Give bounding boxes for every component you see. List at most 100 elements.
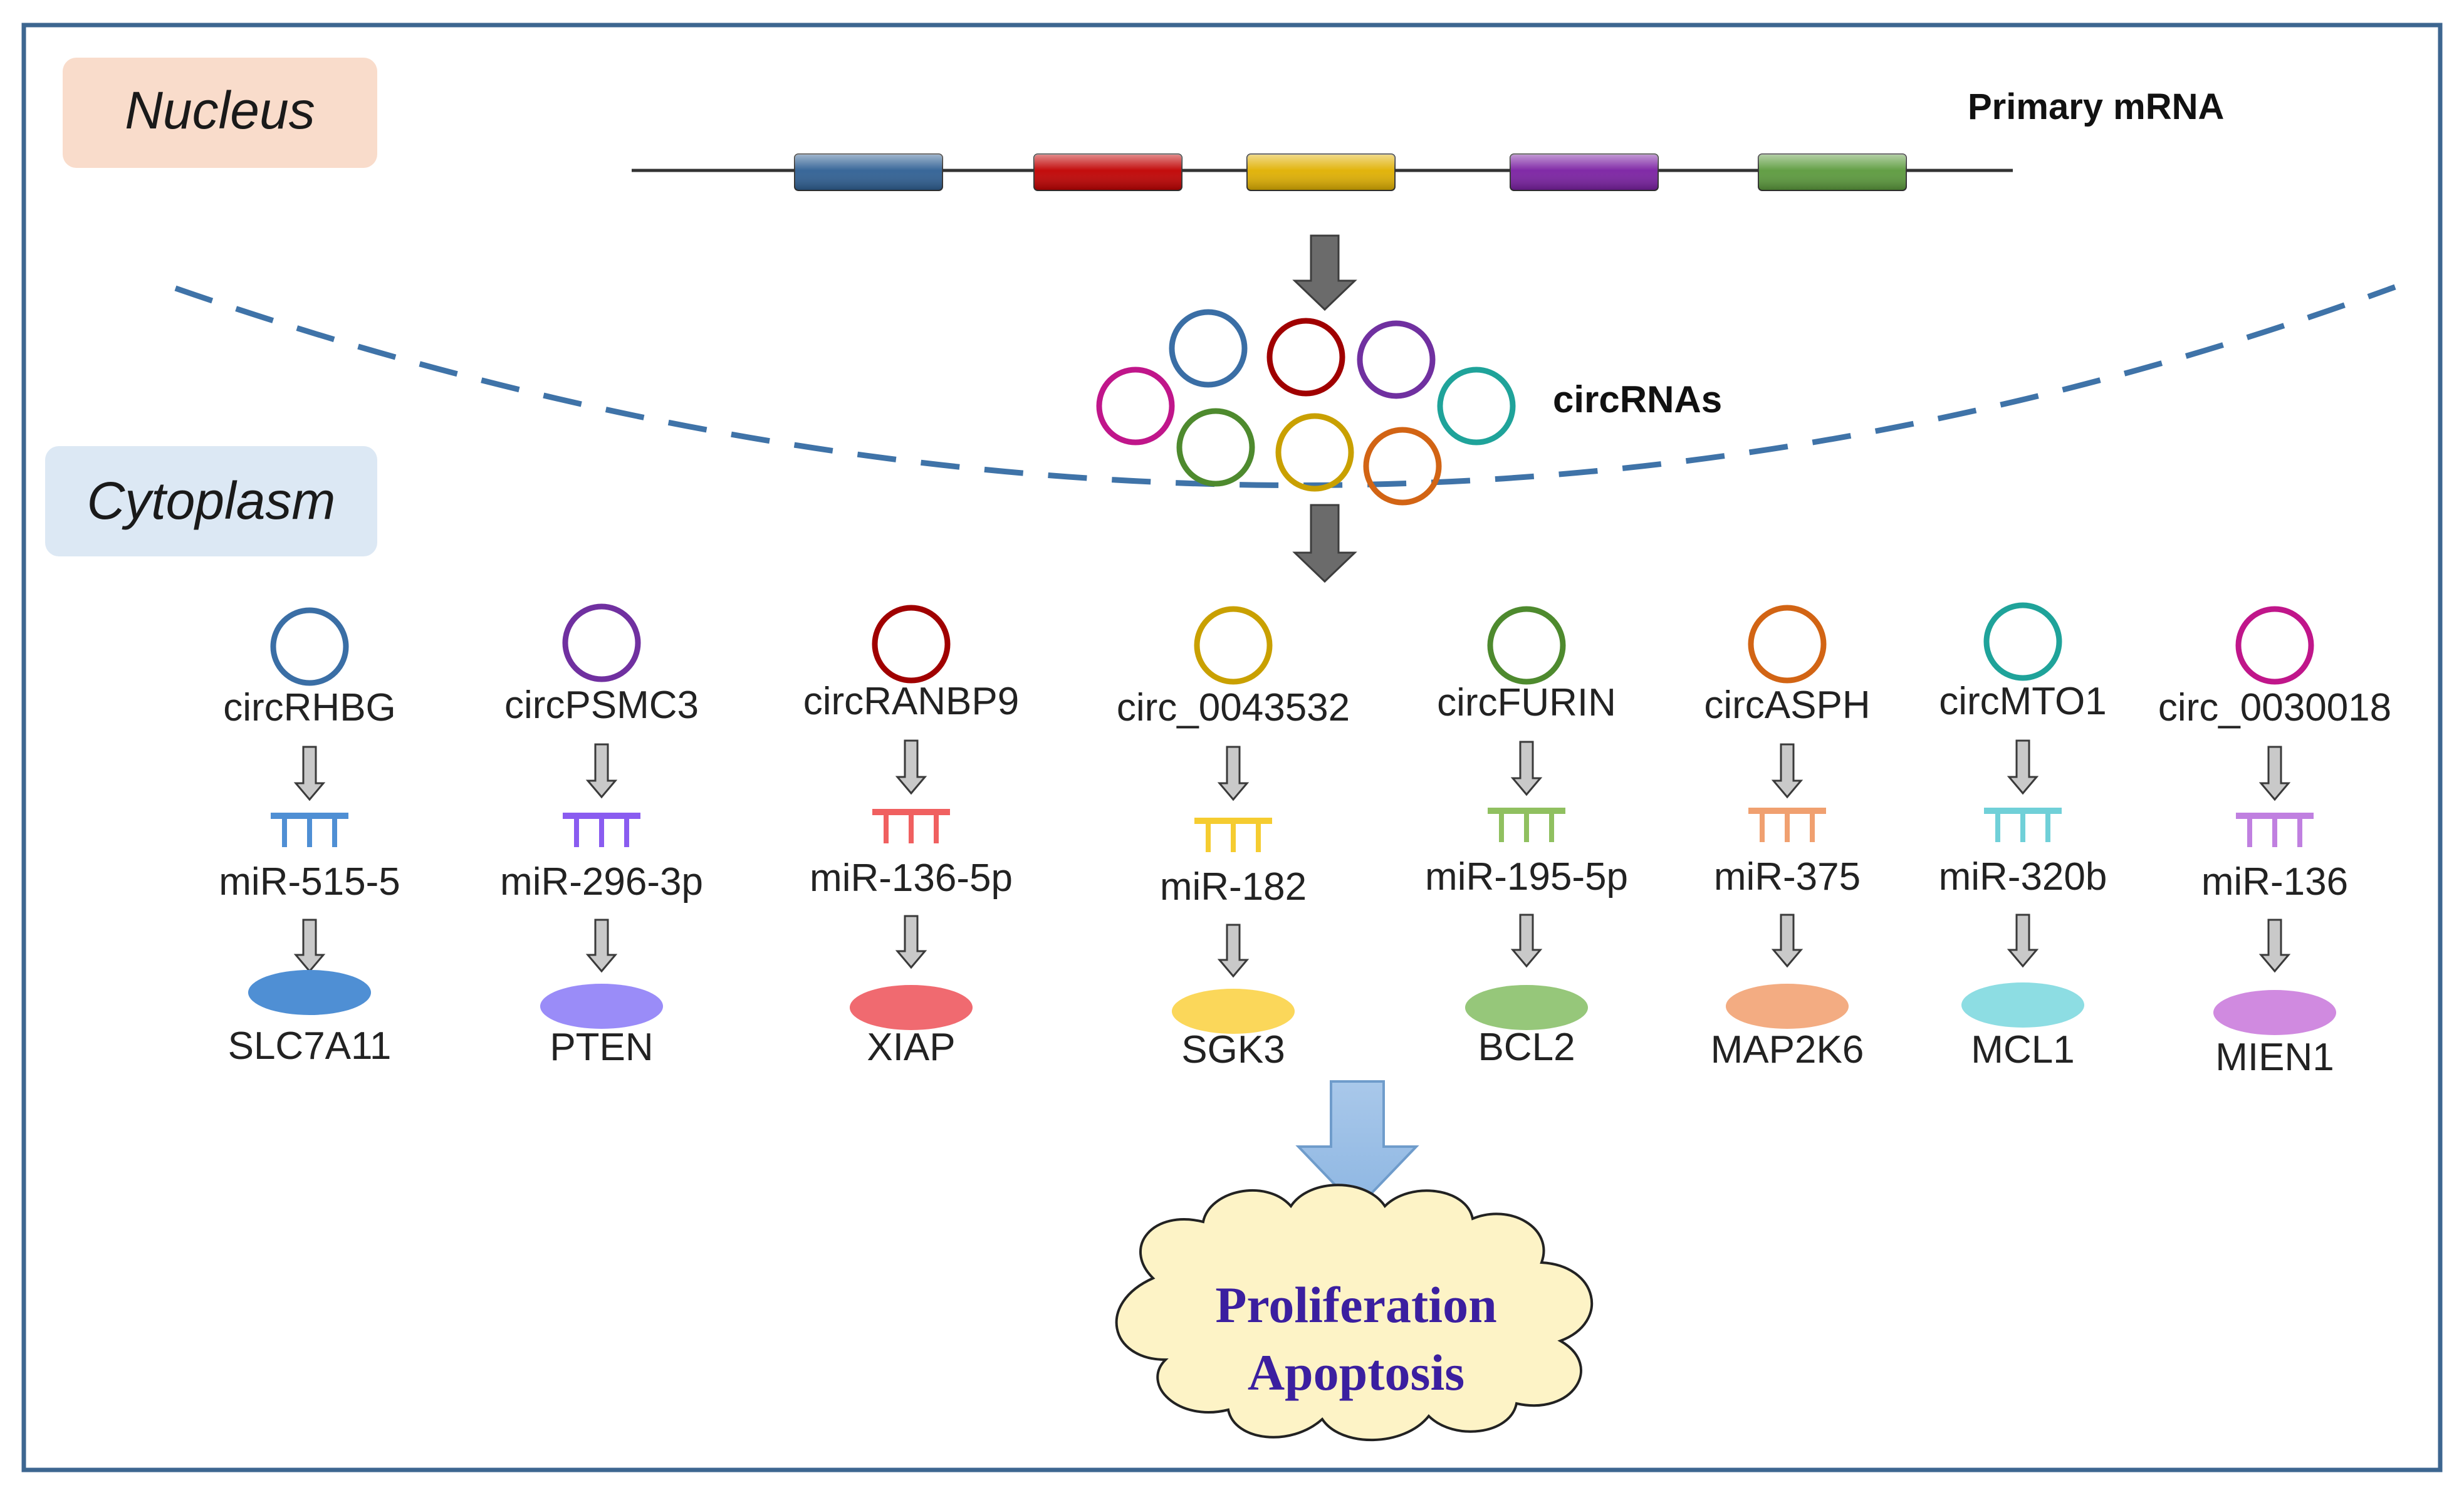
exon-5 xyxy=(1758,154,1907,191)
target-protein xyxy=(1961,982,2084,1028)
circrna-ring xyxy=(2235,606,2314,685)
flow-arrows xyxy=(1292,234,1357,583)
target-gene-name: PTEN xyxy=(550,1026,653,1069)
circrna-ring xyxy=(872,605,951,684)
arrow-mirna-to-target xyxy=(1510,914,1543,968)
target-gene-name: XIAP xyxy=(867,1026,955,1069)
target-gene-name: SLC7A11 xyxy=(228,1024,392,1068)
circrna-ring-3 xyxy=(1357,320,1436,399)
mirna-name: miR-515-5 xyxy=(219,860,400,904)
circrna-name: circ_0043532 xyxy=(1117,686,1350,729)
exon-sheen xyxy=(1758,154,1906,190)
circrna-ring-6 xyxy=(1176,408,1255,487)
target-gene-name: MIEN1 xyxy=(2215,1036,2334,1079)
outcome-cloud: Proliferation Apoptosis xyxy=(1115,1184,1594,1442)
target-gene-name: SGK3 xyxy=(1181,1028,1285,1071)
exon-sheen xyxy=(795,154,942,190)
target-protein xyxy=(850,985,973,1030)
target-protein xyxy=(2213,990,2336,1035)
arrow-gene-to-circrnas xyxy=(1292,234,1357,311)
target-gene-name: BCL2 xyxy=(1478,1026,1575,1069)
exon-2 xyxy=(1033,154,1182,191)
circrna-ring-5 xyxy=(1437,367,1516,445)
cloud-shape xyxy=(1115,1184,1594,1442)
exon-3 xyxy=(1246,154,1396,191)
exon-4 xyxy=(1510,154,1659,191)
arrow-mirna-to-target xyxy=(1771,914,1804,968)
arrow-mirna-to-target xyxy=(585,919,618,973)
target-gene-name: MCL1 xyxy=(1971,1028,2074,1071)
circrna-name: circPSMC3 xyxy=(504,684,699,727)
arrow-circ-to-mirna xyxy=(293,746,326,801)
circrnas-label: circRNAs xyxy=(1553,378,1722,420)
circrna-name: circ_0030018 xyxy=(2158,686,2391,729)
circrna-name: circRHBG xyxy=(223,686,396,729)
circrna-name: circFURIN xyxy=(1437,681,1616,724)
circrna-name: circASPH xyxy=(1704,684,1870,727)
outcome-arrow xyxy=(1295,1080,1419,1210)
arrow-mirna-to-target xyxy=(1217,924,1250,978)
exon-group xyxy=(794,154,1907,191)
mirna-name: miR-136 xyxy=(2201,860,2348,904)
target-protein xyxy=(1465,985,1588,1030)
arrow-circrnas-to-pathways xyxy=(1292,504,1357,583)
circrna-ring xyxy=(1487,606,1566,685)
circrna-name: circMTO1 xyxy=(1939,680,2107,723)
target-protein xyxy=(540,984,663,1029)
mirna-name: miR-320b xyxy=(1939,855,2107,899)
circrna-ring-1 xyxy=(1169,309,1248,388)
cytoplasm-badge-bg xyxy=(45,446,377,556)
arrow-circ-to-mirna xyxy=(2258,746,2291,801)
target-protein xyxy=(1172,989,1295,1034)
exon-1 xyxy=(794,154,943,191)
arrow-circ-to-mirna xyxy=(1217,746,1250,801)
mirna-name: miR-375 xyxy=(1714,855,1861,899)
primary-mrna-label: Primary mRNA xyxy=(1968,86,2224,127)
arrow-mirna-to-target xyxy=(2258,919,2291,973)
outcome-apoptosis: Apoptosis xyxy=(1248,1344,1464,1401)
mirna-name: miR-182 xyxy=(1160,865,1307,909)
target-gene-name: MAP2K6 xyxy=(1711,1028,1864,1071)
exon-sheen xyxy=(1034,154,1182,190)
outer-frame xyxy=(21,23,2443,1472)
mirna-name: miR-195-5p xyxy=(1425,855,1628,899)
circrna-name: circRANBP9 xyxy=(803,680,1020,723)
circrna-ring xyxy=(270,607,349,686)
circrna-ring-4 xyxy=(1096,367,1175,445)
circrna-ring xyxy=(1194,606,1273,685)
arrow-mirna-to-target xyxy=(895,915,927,969)
exon-sheen xyxy=(1247,154,1395,190)
nucleus-badge: Nucleus xyxy=(63,58,377,168)
nucleus-label: Nucleus xyxy=(125,81,315,140)
arrow-circ-to-mirna xyxy=(1771,743,1804,799)
circrna-ring-8 xyxy=(1363,427,1442,506)
circrna-ring xyxy=(1983,602,2062,681)
arrow-circ-to-mirna xyxy=(2007,739,2039,795)
cytoplasm-label: Cytoplasm xyxy=(87,471,336,530)
arrow-mirna-to-target xyxy=(293,919,326,973)
target-protein xyxy=(248,970,371,1015)
circrna-ring xyxy=(1748,605,1827,684)
mirna-name: miR-136-5p xyxy=(810,857,1013,900)
nucleus-badge-bg xyxy=(63,58,377,168)
mirna-name: miR-296-3p xyxy=(500,860,703,904)
circrna-ring xyxy=(562,603,641,682)
cytoplasm-badge: Cytoplasm xyxy=(45,446,377,556)
outcome-proliferation: Proliferation xyxy=(1215,1276,1496,1333)
circrna-ring-7 xyxy=(1275,413,1354,492)
exon-sheen xyxy=(1510,154,1658,190)
arrow-circ-to-mirna xyxy=(1510,741,1543,796)
arrow-circ-to-mirna xyxy=(895,739,927,795)
arrow-circ-to-mirna xyxy=(585,743,618,799)
target-protein xyxy=(1726,984,1849,1029)
